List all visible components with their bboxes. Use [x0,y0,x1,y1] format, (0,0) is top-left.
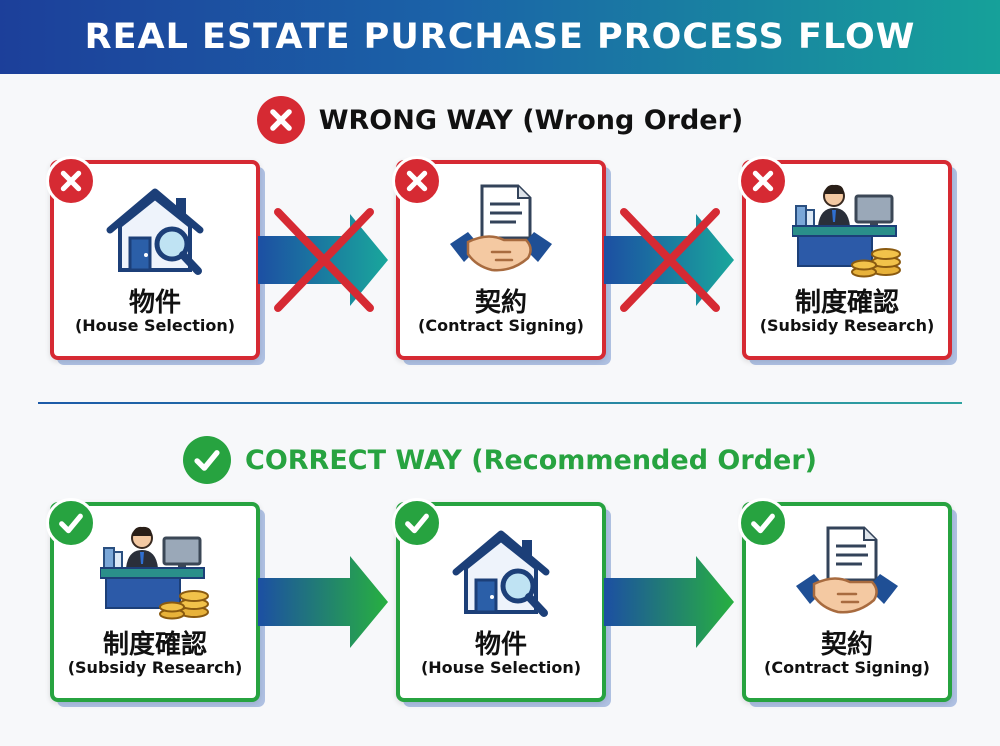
flow-arrow-2 [604,556,734,648]
house-search-icon [446,524,556,624]
step-label-en: (Subsidy Research) [67,658,243,677]
correct-step-1-card: 制度確認 (Subsidy Research) [46,498,260,702]
check-icon [392,498,442,548]
wrong-step-2-card: 契約 (Contract Signing) [392,156,606,360]
wrong-way-heading: WRONG WAY (Wrong Order) [0,93,1000,147]
house-search-icon [100,182,210,282]
flow-arrow-1 [258,556,388,648]
contract-handshake-icon [794,526,900,614]
step-label-jp: 制度確認 [794,288,899,318]
blocked-arrow-2 [604,208,734,312]
step-label-jp: 契約 [474,288,527,318]
wrong-way-label: WRONG WAY (Wrong Order) [318,104,744,136]
step-label-en: (Contract Signing) [418,316,584,335]
blocked-arrow-1 [258,208,388,312]
correct-step-3-card: 契約 (Contract Signing) [738,498,952,702]
subsidy-office-icon [792,183,902,278]
cross-mark-icon [274,208,374,312]
wrong-x-icon [392,156,442,206]
subsidy-office-icon [100,525,210,620]
wrong-step-1-card: 物件 (House Selection) [46,156,260,360]
wrong-x-icon [256,96,305,144]
check-icon [46,498,96,548]
step-label-jp: 物件 [128,288,181,318]
header-banner: REAL ESTATE PURCHASE PROCESS FLOW [0,0,1000,74]
wrong-x-icon [46,156,96,206]
section-divider [38,402,962,404]
step-label-en: (House Selection) [74,316,236,335]
step-label-jp: 契約 [820,630,873,660]
wrong-x-icon [738,156,788,206]
correct-way-heading: CORRECT WAY (Recommended Order) [0,433,1000,487]
step-label-en: (Subsidy Research) [759,316,935,335]
step-label-en: (House Selection) [420,658,582,677]
contract-handshake-icon [448,184,554,272]
step-label-jp: 物件 [474,630,527,660]
check-icon [183,436,231,484]
correct-step-2-card: 物件 (House Selection) [392,498,606,702]
check-icon [738,498,788,548]
step-label-en: (Contract Signing) [764,658,930,677]
step-label-jp: 制度確認 [102,630,207,660]
cross-mark-icon [620,208,720,312]
correct-way-label: CORRECT WAY (Recommended Order) [245,444,817,476]
page-title: REAL ESTATE PURCHASE PROCESS FLOW [84,17,916,57]
wrong-step-3-card: 制度確認 (Subsidy Research) [738,156,952,360]
